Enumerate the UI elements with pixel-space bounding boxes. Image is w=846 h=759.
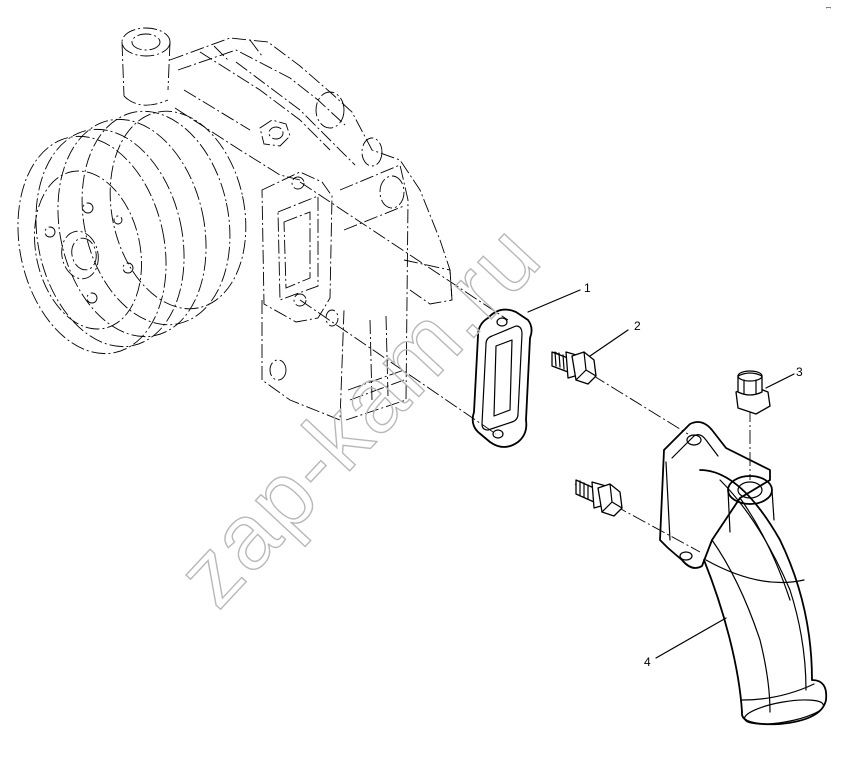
- watermark: zap-kam.ru: [158, 205, 560, 626]
- elbow-pipe-part-4: [659, 421, 828, 726]
- callout-1: 1: [584, 281, 591, 295]
- flange-bolt-part-2-upper: [551, 351, 597, 385]
- water-pump-housing: [17, 27, 453, 421]
- corner-mark: ꟷ: [826, 6, 831, 12]
- gasket-part-1: [471, 308, 533, 448]
- callout-3: 3: [796, 365, 803, 379]
- callout-leaders: [527, 289, 795, 659]
- callout-4: 4: [644, 655, 651, 669]
- flange-bolt-part-2-lower: [575, 479, 623, 517]
- plug-part-3: [735, 370, 771, 415]
- callout-2: 2: [634, 319, 641, 333]
